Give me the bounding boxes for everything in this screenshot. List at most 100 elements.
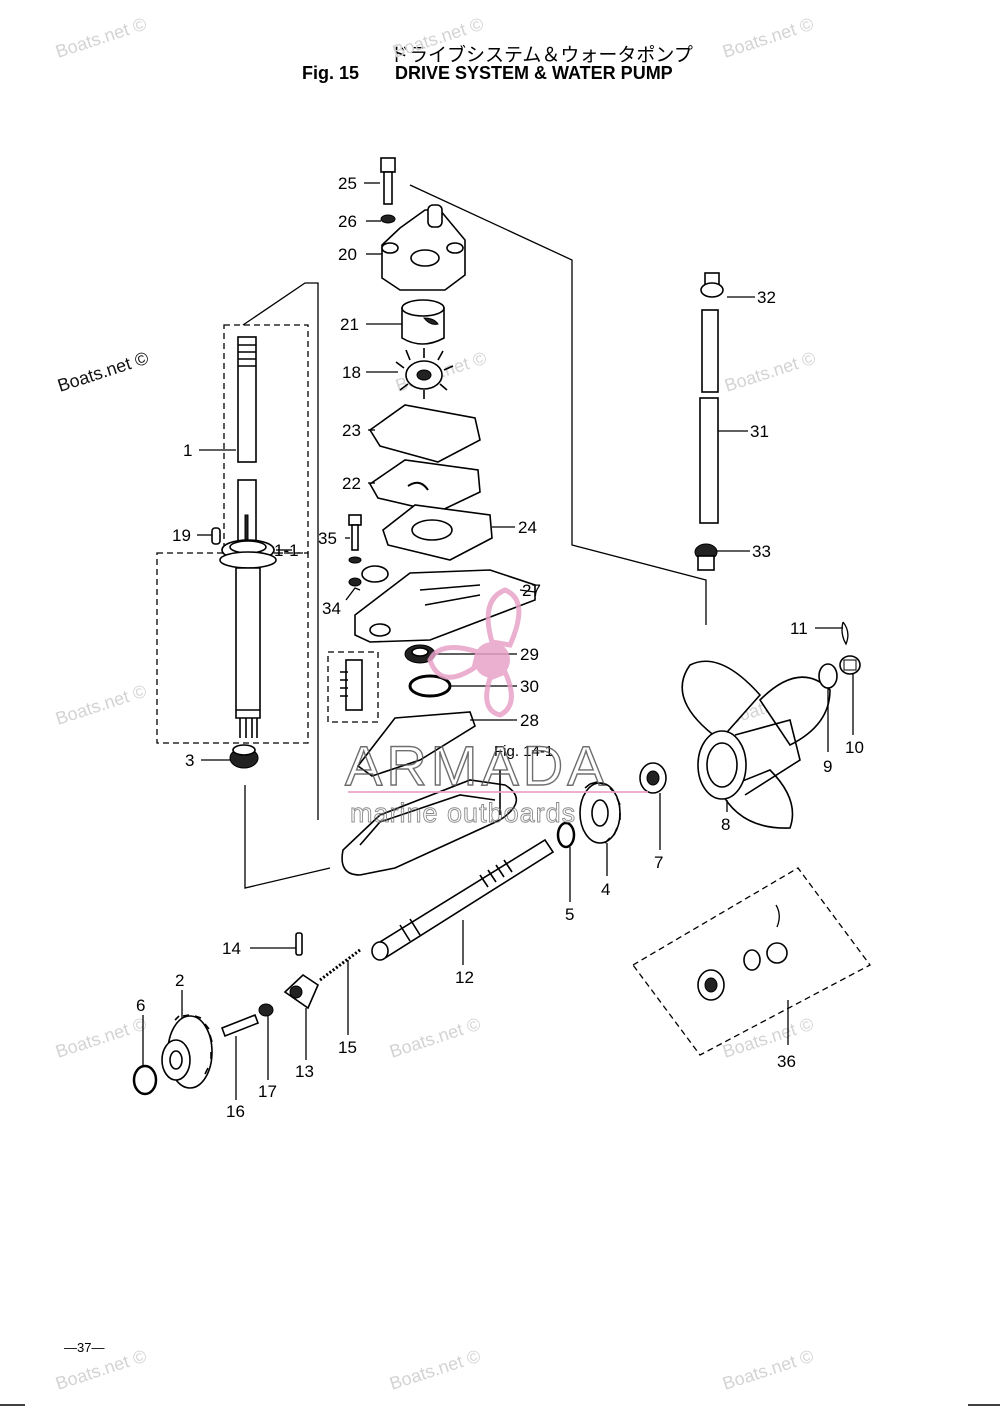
- pin-14: [295, 932, 303, 956]
- seal-34: [348, 565, 389, 587]
- fig14-group-box: [327, 651, 379, 723]
- callout-20: 20: [338, 245, 357, 264]
- callout-36: 36: [777, 1052, 796, 1071]
- shim-6: [132, 1064, 158, 1096]
- reverse-gear-2: [161, 1014, 213, 1089]
- callout-9: 9: [823, 757, 832, 776]
- brand-watermark: ARMADA marine outboards: [344, 587, 648, 828]
- propeller-kit-box: [632, 867, 871, 1056]
- site-watermark: Boats.net ©: [387, 1346, 483, 1394]
- callout-18: 18: [342, 363, 361, 382]
- site-watermark: Boats.net ©: [53, 681, 149, 729]
- impeller-18: [395, 348, 454, 399]
- callout-27: 27: [522, 581, 541, 600]
- callout-11: 11: [790, 619, 808, 638]
- site-watermark: Boats.net ©: [53, 1346, 149, 1394]
- clutch-13: [283, 973, 320, 1010]
- grommet-32: [700, 272, 724, 298]
- callout-24: 24: [518, 518, 537, 537]
- page-number: —37—: [64, 1340, 105, 1355]
- callout-5: 5: [565, 905, 574, 924]
- callout-19: 19: [172, 526, 191, 545]
- spacer-17: [258, 1003, 274, 1017]
- pump-case-20: [381, 204, 466, 291]
- callout-10: 10: [845, 738, 864, 757]
- shim-5: [556, 821, 576, 849]
- callout-1-1: 1-1: [274, 541, 299, 560]
- pinion-gear: [229, 744, 259, 769]
- callout-3: 3: [185, 751, 194, 770]
- shaft-16: [220, 1013, 260, 1038]
- title-japanese: ドライブシステム＆ウォータポンプ: [390, 45, 693, 66]
- driveshaft-group-box: [223, 324, 309, 554]
- callout-29: 29: [520, 645, 539, 664]
- callout-34: 34: [322, 599, 341, 618]
- site-watermark: Boats.net ©: [55, 348, 151, 396]
- washer-9: [818, 663, 838, 689]
- callout-22: 22: [342, 474, 361, 493]
- site-watermark: Boats.net ©: [387, 1014, 483, 1062]
- bolt-25: [380, 157, 396, 205]
- grommet-33: [694, 543, 718, 571]
- callout-23: 23: [342, 421, 361, 440]
- fig14-part: [340, 659, 363, 711]
- site-watermark: Boats.net ©: [53, 1014, 149, 1062]
- callout-33: 33: [752, 542, 771, 561]
- brand-logo-blade: [427, 645, 481, 680]
- thrust-holder-7: [639, 762, 667, 794]
- water-tube-31: [699, 309, 719, 524]
- site-watermark: Boats.net ©: [722, 348, 818, 396]
- pump-insert-21: [401, 299, 445, 345]
- site-watermark: Boats.net ©: [720, 1346, 816, 1394]
- callout-15: 15: [338, 1038, 357, 1057]
- assembly-line-left: [242, 282, 319, 820]
- callout-21: 21: [340, 315, 359, 334]
- leader-lines: [142, 182, 854, 1100]
- brand-logo-blade: [485, 587, 522, 648]
- callout-31: 31: [750, 422, 769, 441]
- site-watermark: Boats.net ©: [720, 14, 816, 62]
- pump-housing-27: [354, 569, 536, 643]
- gasket-24: [382, 504, 493, 561]
- callout-1: 1: [183, 441, 192, 460]
- callout-25: 25: [338, 174, 357, 193]
- callout-labels: 25 26 20 21 18 23 22 24 35 34 27 29 30 2…: [136, 174, 864, 1121]
- callout-28: 28: [520, 711, 539, 730]
- callout-12: 12: [455, 968, 474, 987]
- reference-fig14-1: Fig. 14-1: [494, 743, 553, 760]
- callout-26: 26: [338, 212, 357, 231]
- callout-8: 8: [721, 815, 730, 834]
- callout-35: 35: [318, 529, 337, 548]
- callout-14: 14: [222, 939, 241, 958]
- lower-shaft-group-box: [156, 552, 309, 744]
- propeller-8: [681, 660, 831, 829]
- nut-10: [839, 655, 861, 675]
- callout-16: 16: [226, 1102, 245, 1121]
- drive-shaft: [211, 336, 277, 738]
- brand-wordmark: ARMADA: [345, 734, 609, 797]
- assembly-line-bottom: [244, 785, 331, 889]
- gasket-28: [356, 711, 476, 777]
- callout-30: 30: [520, 677, 539, 696]
- brand-logo-hub: [474, 642, 510, 678]
- gasket-23: [368, 404, 481, 463]
- forward-gear-4: [579, 781, 621, 844]
- spring-15: [319, 948, 361, 982]
- callout-17: 17: [258, 1082, 277, 1101]
- propeller-shaft-12: [371, 838, 555, 961]
- diagram-title: DRIVE SYSTEM & WATER PUMP: [395, 63, 673, 83]
- callout-32: 32: [757, 288, 776, 307]
- site-watermark: Boats.net ©: [53, 14, 149, 62]
- washer-26: [380, 214, 396, 224]
- callout-4: 4: [601, 880, 610, 899]
- callout-13: 13: [295, 1062, 314, 1081]
- brand-tagline: marine outboards: [350, 798, 576, 828]
- brand-logo-blade: [484, 668, 514, 718]
- bolt-35: [348, 514, 362, 564]
- callout-2: 2: [175, 971, 184, 990]
- cotter-pin-11: [841, 621, 849, 646]
- propeller-kit-36: [697, 904, 788, 1001]
- oil-seal-29: [404, 644, 436, 664]
- site-watermark: Boats.net ©: [390, 14, 486, 62]
